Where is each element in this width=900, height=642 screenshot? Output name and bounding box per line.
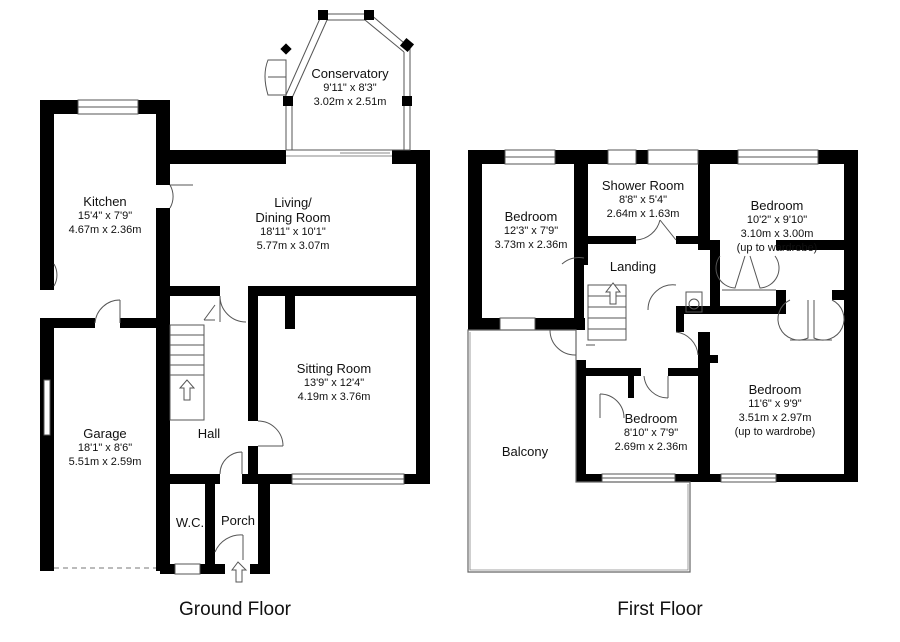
room-size-metric: 3.51m x 2.97m <box>738 412 812 424</box>
room-size-imperial: 8'8" x 5'4" <box>618 194 668 206</box>
ground-floor-title: Ground Floor <box>179 599 291 620</box>
room-size-imperial: 8'10" x 7'9" <box>623 427 679 439</box>
room-size-metric: 3.02m x 2.51m <box>313 96 387 108</box>
room-name: Hall <box>197 426 221 441</box>
room-name: Bedroom <box>750 198 804 213</box>
room-size-metric: 4.19m x 3.76m <box>297 391 371 403</box>
room-landing: Landing <box>610 259 656 274</box>
first-floor-walls <box>468 150 858 482</box>
room-name: Bedroom <box>748 382 802 397</box>
room-size-imperial: 13'9" x 12'4" <box>303 377 365 389</box>
room-conservatory: Conservatory 9'11" x 8'3" 3.02m x 2.51m <box>311 66 388 109</box>
conservatory-doors <box>264 59 287 96</box>
room-note: (up to wardrobe) <box>736 242 818 254</box>
room-name: W.C. <box>175 515 205 530</box>
room-size-imperial: 10'2" x 9'10" <box>746 214 808 226</box>
room-garage: Garage 18'1" x 8'6" 5.51m x 2.59m <box>69 426 142 469</box>
room-name: Balcony <box>501 444 549 459</box>
first-doors <box>549 219 845 419</box>
room-size-imperial: 18'11" x 10'1" <box>260 226 326 238</box>
room-size-metric: 2.64m x 1.63m <box>606 208 680 220</box>
room-size-imperial: 15'4" x 7'9" <box>77 210 133 222</box>
room-wc: W.C. <box>176 515 204 530</box>
room-name: Kitchen <box>83 194 127 209</box>
room-name: Sitting Room <box>296 361 372 376</box>
room-name-line1: Living/ <box>274 195 312 210</box>
room-bedroom-1: Bedroom 12'3" x 7'9" 3.73m x 2.36m <box>495 209 568 252</box>
room-size-imperial: 11'6" x 9'9" <box>748 398 802 410</box>
room-name: Bedroom <box>624 411 678 426</box>
balcony-rail <box>469 332 689 571</box>
ground-floor-windows <box>43 99 405 575</box>
room-shower: Shower Room 8'8" x 5'4" 2.64m x 1.63m <box>602 178 684 221</box>
room-size-metric: 4.67m x 2.36m <box>68 224 142 236</box>
room-size-metric: 5.77m x 3.07m <box>256 240 330 252</box>
room-name: Conservatory <box>311 66 389 81</box>
room-size-metric: 5.51m x 2.59m <box>68 456 142 468</box>
room-size-imperial: 12'3" x 7'9" <box>503 225 559 237</box>
room-bedroom-4: Bedroom 8'10" x 7'9" 2.69m x 2.36m <box>615 411 688 454</box>
room-size-imperial: 18'1" x 8'6" <box>77 442 133 454</box>
room-size-metric: 2.69m x 2.36m <box>614 441 688 453</box>
room-sitting: Sitting Room 13'9" x 12'4" 4.19m x 3.76m <box>297 361 371 404</box>
room-name: Shower Room <box>601 178 685 193</box>
room-name-line2: Dining Room <box>255 210 331 225</box>
room-balcony: Balcony <box>502 444 548 459</box>
room-bedroom-2: Bedroom 10'2" x 9'10" 3.10m x 3.00m (up … <box>737 198 818 255</box>
ground-stairs <box>169 304 216 421</box>
room-note: (up to wardrobe) <box>734 426 816 438</box>
first-floor-title: First Floor <box>617 599 703 620</box>
first-floor-windows <box>499 149 819 483</box>
room-porch: Porch <box>221 513 255 528</box>
room-size-metric: 3.10m x 3.00m <box>740 228 814 240</box>
room-name: Porch <box>221 513 255 528</box>
room-name: Garage <box>83 426 127 441</box>
room-size-metric: 3.73m x 2.36m <box>494 239 568 251</box>
ground-floor-walls <box>40 100 430 574</box>
room-living-dining: Living/ Dining Room 18'11" x 10'1" 5.77m… <box>255 195 330 253</box>
balcony-outline <box>467 329 691 573</box>
ground-doors <box>53 184 284 583</box>
room-bedroom-3: Bedroom 11'6" x 9'9" 3.51m x 2.97m (up t… <box>735 382 816 439</box>
room-name: Bedroom <box>504 209 558 224</box>
first-stairs <box>587 282 627 341</box>
room-size-imperial: 9'11" x 8'3" <box>323 82 377 94</box>
room-name: Landing <box>609 259 657 274</box>
room-hall: Hall <box>198 426 220 441</box>
room-kitchen: Kitchen 15'4" x 7'9" 4.67m x 2.36m <box>69 194 142 237</box>
